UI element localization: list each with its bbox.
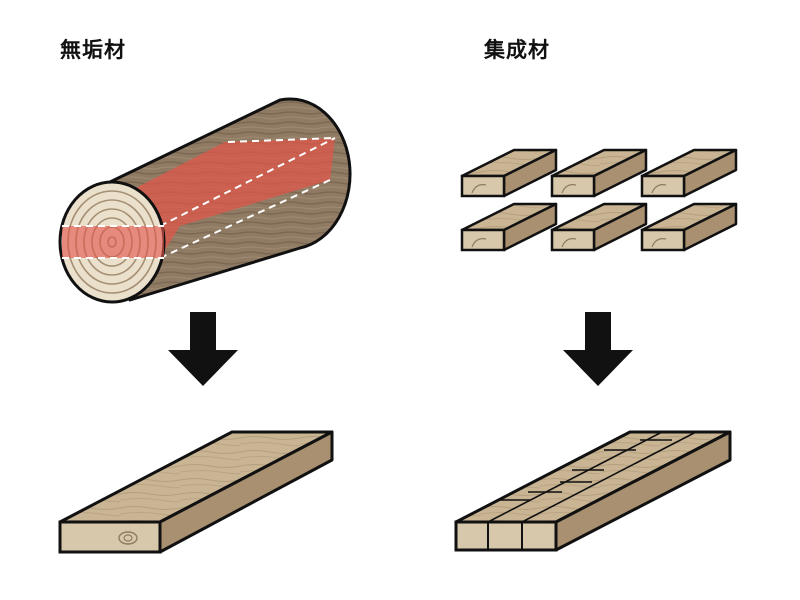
lumber-block-icon xyxy=(550,148,648,198)
laminated-wood-title: 集成材 xyxy=(484,38,550,62)
lumber-block-icon xyxy=(550,202,648,252)
lumber-block-icon xyxy=(640,148,738,198)
lumber-block-icon xyxy=(460,148,558,198)
lumber-blocks-group xyxy=(460,148,738,252)
laminated-board-icon xyxy=(454,430,732,552)
lumber-block-icon xyxy=(640,202,738,252)
solid-board-icon xyxy=(58,430,334,554)
round-log-icon xyxy=(58,97,352,304)
arrow-down-icon xyxy=(563,312,633,386)
solid-wood-title: 無垢材 xyxy=(60,38,126,62)
lumber-block-icon xyxy=(460,202,558,252)
arrow-down-icon xyxy=(168,312,238,386)
